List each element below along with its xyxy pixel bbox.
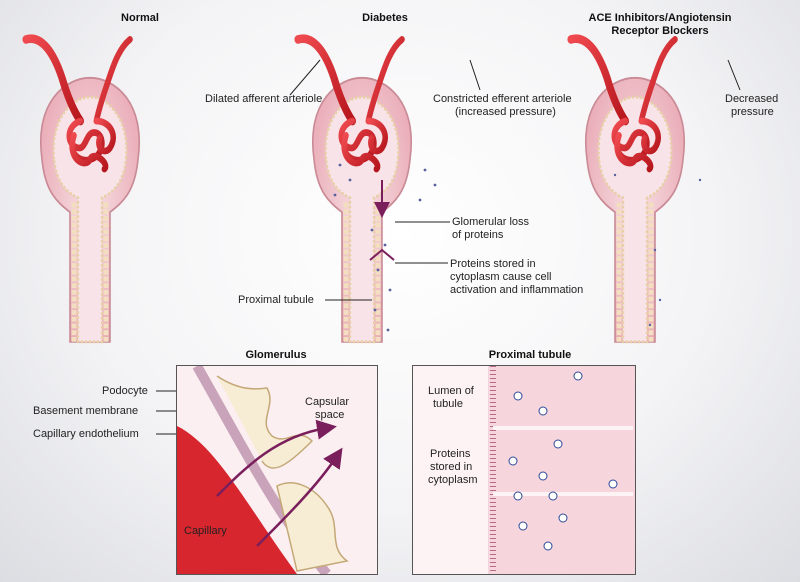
title-proximal-tubule: Proximal tubule (488, 349, 572, 361)
label-increased-pressure: (increased pressure) (455, 106, 556, 118)
label-space: space (315, 409, 345, 421)
label-proximal-tubule: Proximal tubule (238, 294, 314, 306)
label-pressure: pressure (731, 106, 774, 118)
label-podocyte: Podocyte (102, 385, 148, 397)
label-basement-membrane: Basement membrane (33, 405, 139, 417)
diabetes-nephron (298, 39, 411, 342)
label-proteins-stored: Proteins stored in (450, 258, 536, 270)
label-capillary-endothelium: Capillary endothelium (33, 428, 139, 440)
title-normal: Normal (121, 12, 159, 24)
label-capillary: Capillary (184, 525, 227, 537)
label-proteins: Proteins (430, 448, 471, 460)
label-glomerular-loss: Glomerular loss (452, 216, 530, 228)
protein-dots-ace (613, 173, 702, 327)
normal-nephron (26, 39, 139, 342)
ace-nephron (571, 39, 684, 342)
label-stored-in: stored in (430, 461, 473, 473)
title-glomerulus: Glomerulus (245, 349, 307, 361)
label-constricted-efferent: Constricted efferent arteriole (433, 93, 572, 105)
title-ace-line2: Receptor Blockers (611, 25, 709, 37)
label-capsular: Capsular (305, 396, 350, 408)
proximal-inset (412, 365, 636, 575)
label-decreased: Decreased (725, 93, 779, 105)
label-dilated-afferent: Dilated afferent arteriole (205, 93, 323, 105)
title-ace-line1: ACE Inhibitors/Angiotensin (588, 12, 732, 24)
title-diabetes: Diabetes (362, 12, 408, 24)
glomerulus-inset (176, 365, 378, 575)
label-cytoplasm: cytoplasm (428, 474, 478, 486)
label-lumen-of: Lumen of (428, 385, 474, 397)
protein-dots-diabetes (333, 163, 437, 332)
protein-uptake-arrow (369, 248, 395, 261)
label-of-proteins: of proteins (452, 229, 504, 241)
label-cytoplasm-cause: cytoplasm cause cell (450, 271, 552, 283)
label-activation-inflammation: activation and inflammation (450, 284, 584, 296)
label-tubule: tubule (433, 398, 463, 410)
